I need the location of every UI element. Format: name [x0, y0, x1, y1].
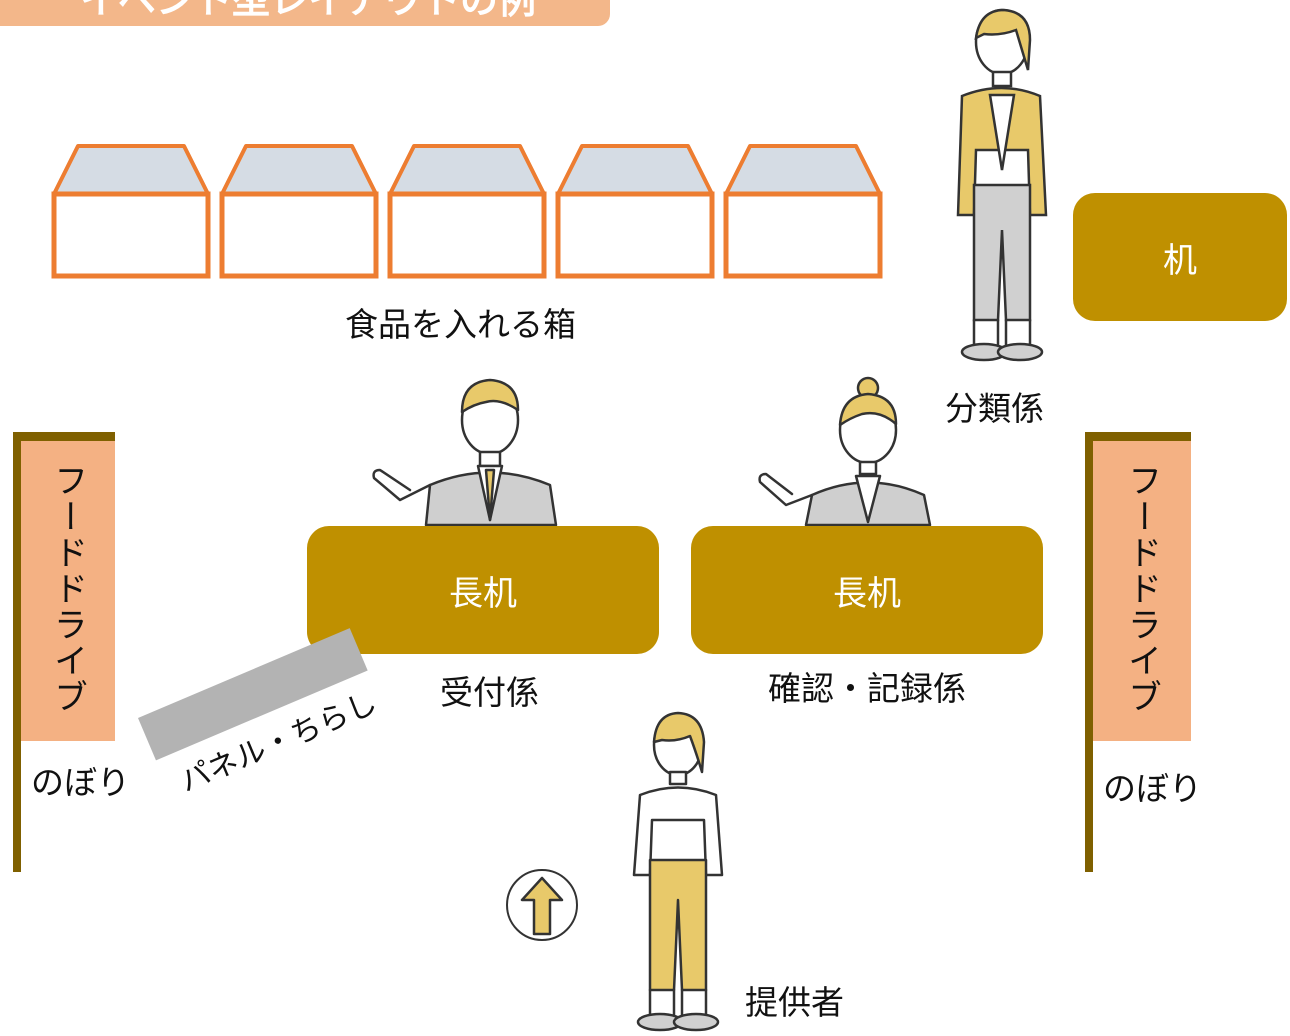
long-desk-left: 長机: [307, 526, 659, 654]
right-banner-caption: のぼり: [1103, 769, 1202, 808]
left-banner-caption: のぼり: [31, 763, 130, 802]
food-box: [723, 144, 883, 279]
reception-label: 受付係: [440, 673, 539, 712]
sorter-person-icon: [956, 8, 1048, 362]
right-banner-pole: [1085, 432, 1093, 872]
food-box: [555, 144, 715, 279]
food-box: [51, 144, 211, 279]
food-box: [387, 144, 547, 279]
boxes-label: 食品を入れる箱: [345, 305, 576, 344]
donor-label: 提供者: [745, 983, 844, 1022]
layout-title: イベント型レイアウトの例: [0, 0, 610, 26]
checker-label: 確認・記録係: [768, 669, 966, 708]
left-banner-flag: フードドライブ: [21, 441, 115, 741]
checker-person-icon: [758, 376, 932, 527]
food-box: [219, 144, 379, 279]
up-arrow-icon: [506, 869, 578, 941]
left-banner-top-pole: [13, 432, 115, 441]
sorter-label: 分類係: [945, 389, 1044, 428]
small-desk: 机: [1073, 193, 1287, 321]
left-banner-pole: [13, 432, 21, 872]
long-desk-right: 長机: [691, 526, 1043, 654]
right-banner-flag: フードドライブ: [1093, 441, 1191, 741]
right-banner-top-pole: [1085, 432, 1191, 441]
reception-person-icon: [372, 378, 558, 527]
donor-person-icon: [632, 711, 724, 1032]
